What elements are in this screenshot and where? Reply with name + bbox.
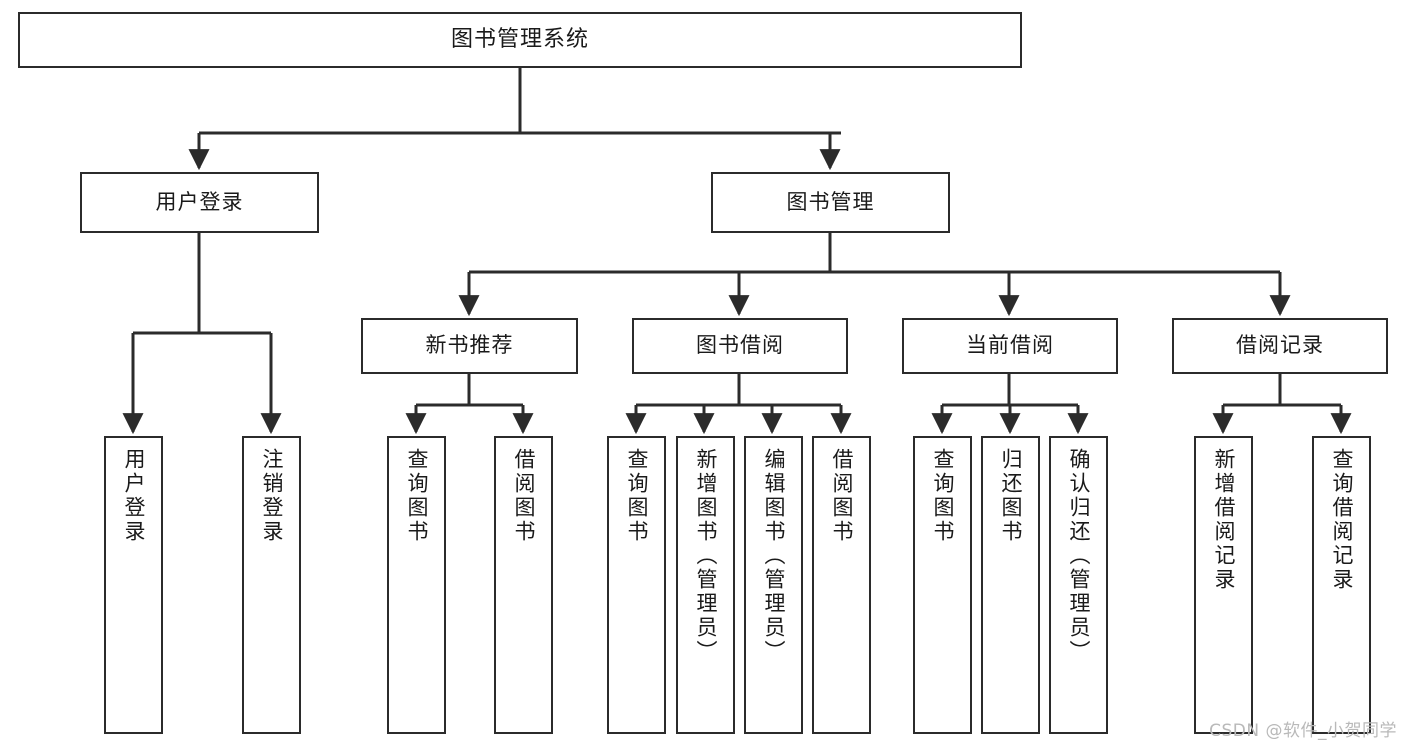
node-user-login-label: 用户登录 [155, 189, 244, 214]
node-leaf-edit-book[interactable]: 编辑图书（管理员） [744, 436, 803, 734]
node-leaf-add-record[interactable]: 新增借阅记录 [1194, 436, 1253, 734]
node-book-manage-label: 图书管理 [786, 189, 875, 214]
node-leaf-add-book-label: 新增图书（管理员） [694, 448, 718, 664]
node-leaf-query-book-2-label: 查询图书 [625, 448, 649, 544]
node-new-book-recommend-label: 新书推荐 [425, 333, 514, 358]
node-leaf-borrow-book-2-label: 借阅图书 [830, 448, 854, 544]
node-leaf-query-book-3[interactable]: 查询图书 [913, 436, 972, 734]
node-book-borrow-label: 图书借阅 [696, 333, 784, 358]
node-leaf-return-book[interactable]: 归还图书 [981, 436, 1040, 734]
node-current-borrow-label: 当前借阅 [966, 333, 1054, 358]
node-leaf-add-record-label: 新增借阅记录 [1212, 448, 1236, 592]
node-leaf-user-login[interactable]: 用户登录 [104, 436, 163, 734]
node-leaf-confirm-return[interactable]: 确认归还（管理员） [1049, 436, 1108, 734]
node-leaf-query-record[interactable]: 查询借阅记录 [1312, 436, 1371, 734]
node-leaf-edit-book-label: 编辑图书（管理员） [762, 448, 786, 664]
node-leaf-borrow-book-1-label: 借阅图书 [512, 448, 536, 544]
node-leaf-query-book-1[interactable]: 查询图书 [387, 436, 446, 734]
node-user-login[interactable]: 用户登录 [80, 172, 319, 233]
node-leaf-borrow-book-1[interactable]: 借阅图书 [494, 436, 553, 734]
node-leaf-logout-login-label: 注销登录 [260, 448, 284, 544]
node-leaf-borrow-book-2[interactable]: 借阅图书 [812, 436, 871, 734]
node-root[interactable]: 图书管理系统 [18, 12, 1022, 68]
node-book-manage[interactable]: 图书管理 [711, 172, 950, 233]
node-leaf-logout-login[interactable]: 注销登录 [242, 436, 301, 734]
csdn-watermark: CSDN @软件_小贺同学 [1209, 721, 1397, 741]
node-leaf-add-book[interactable]: 新增图书（管理员） [676, 436, 735, 734]
node-borrow-record[interactable]: 借阅记录 [1172, 318, 1388, 374]
node-leaf-query-record-label: 查询借阅记录 [1330, 448, 1354, 592]
node-book-borrow[interactable]: 图书借阅 [632, 318, 848, 374]
node-leaf-query-book-1-label: 查询图书 [405, 448, 429, 544]
node-new-book-recommend[interactable]: 新书推荐 [361, 318, 578, 374]
node-leaf-return-book-label: 归还图书 [999, 448, 1023, 544]
node-leaf-query-book-2[interactable]: 查询图书 [607, 436, 666, 734]
node-leaf-query-book-3-label: 查询图书 [931, 448, 955, 544]
node-root-label: 图书管理系统 [450, 26, 589, 52]
node-leaf-user-login-label: 用户登录 [122, 448, 146, 544]
node-leaf-confirm-return-label: 确认归还（管理员） [1067, 448, 1091, 664]
node-current-borrow[interactable]: 当前借阅 [902, 318, 1118, 374]
node-borrow-record-label: 借阅记录 [1236, 333, 1324, 358]
